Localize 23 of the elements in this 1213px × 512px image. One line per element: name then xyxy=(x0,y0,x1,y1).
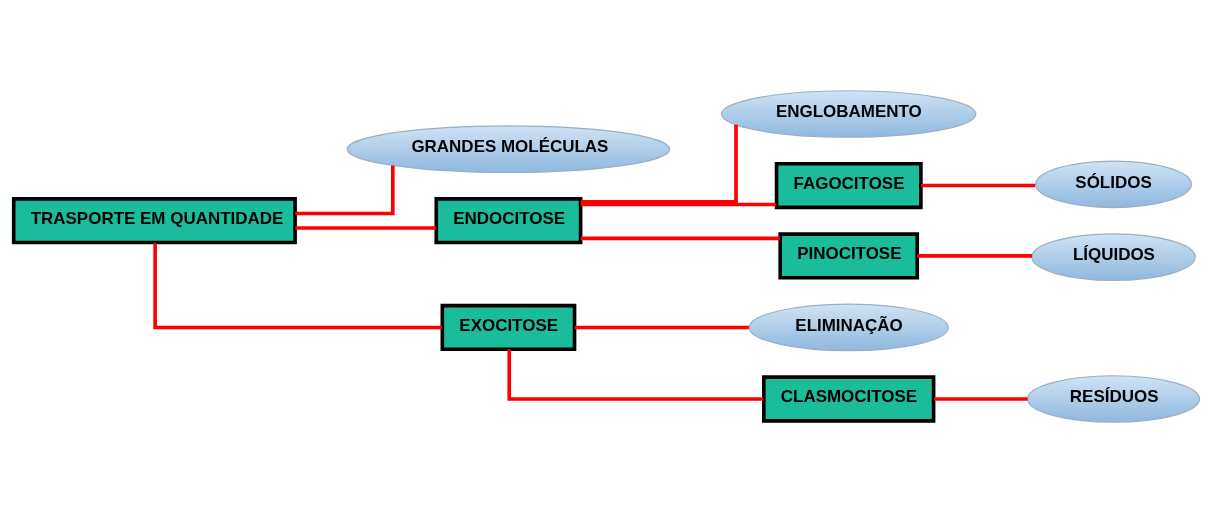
connector xyxy=(507,348,764,401)
connector xyxy=(580,124,738,204)
connector xyxy=(295,225,436,230)
connector xyxy=(580,202,777,206)
node-box: ENDOCITOSE xyxy=(434,196,583,244)
node-box: PINOCITOSE xyxy=(778,231,920,280)
node-box: EXOCITOSE xyxy=(440,303,577,351)
node-box: CLASMOCITOSE xyxy=(762,374,936,423)
connector xyxy=(574,325,749,329)
connector xyxy=(580,236,781,240)
connector xyxy=(921,183,1036,187)
node-ellipse: ELIMINAÇÃO xyxy=(748,303,949,351)
node-box: FAGOCITOSE xyxy=(774,161,923,209)
node-ellipse: SÓLIDOS xyxy=(1035,159,1192,208)
connector xyxy=(933,396,1028,401)
node-ellipse: GRANDES MOLÉCULAS xyxy=(346,124,671,173)
connector xyxy=(153,242,442,329)
node-ellipse: RESÍDUOS xyxy=(1026,374,1201,423)
node-ellipse: LÍQUIDOS xyxy=(1031,232,1196,281)
connector xyxy=(295,164,395,215)
node-ellipse: ENGLOBAMENTO xyxy=(721,89,977,138)
connector xyxy=(917,253,1033,258)
node-box: TRASPORTE EM QUANTIDADE xyxy=(11,196,297,244)
